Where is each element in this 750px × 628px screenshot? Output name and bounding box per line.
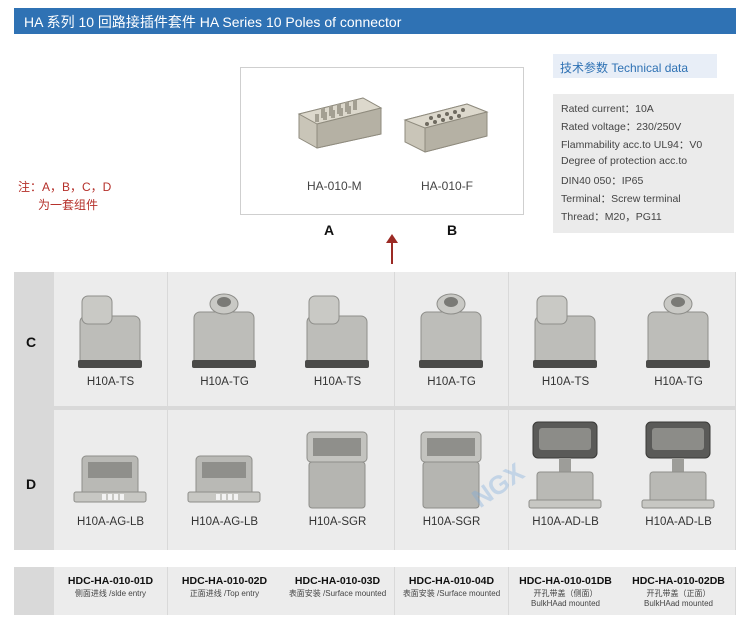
top-entry-hood-image — [192, 293, 256, 368]
hood-model: H10A-TS — [86, 376, 135, 388]
part-code-cell: HDC-HA-010-02D 正面进线 /Top entry — [168, 567, 281, 615]
base-model: H10A-SGR — [422, 516, 481, 528]
base-cell: H10A-AG-LB — [54, 410, 167, 550]
base-cell: H10A-SGR — [281, 410, 394, 550]
part-code-description-en: BulkHAad mounted — [644, 599, 713, 608]
spec-rated-current: Rated current：10A — [561, 103, 654, 115]
side-entry-hood-image — [305, 295, 369, 368]
spec-thread: Thread：M20，PG11 — [561, 211, 662, 223]
base-cell: H10A-AD-LB — [509, 410, 622, 550]
top-entry-hood-image — [646, 293, 710, 368]
insert-product-frame: HA-010-M HA-010-F — [240, 67, 524, 215]
bulkhead-base-image — [187, 455, 261, 503]
part-code: HDC-HA-010-02D — [181, 575, 268, 587]
base-model: H10A-AG-LB — [76, 516, 145, 528]
part-code: HDC-HA-010-02DB — [632, 575, 725, 587]
hood-model: H10A-TG — [200, 376, 249, 388]
surface-base-image — [420, 431, 482, 509]
male-insert-image — [297, 97, 383, 149]
side-entry-hood-image — [78, 295, 142, 368]
base-model: H10A-AD-LB — [532, 516, 599, 528]
hood-cell: H10A-TG — [168, 272, 281, 406]
base-cell: H10A-AG-LB — [168, 410, 281, 550]
spec-flammability: Flammability acc.to UL94：V0 — [561, 139, 703, 151]
side-entry-hood-image — [533, 295, 597, 368]
covered-base-image — [641, 421, 715, 509]
male-insert-label: HA-010-M — [307, 179, 362, 193]
part-code-description: 正面进线 /Top entry — [189, 589, 260, 598]
part-code-description: 表面安装 /Surface mounted — [288, 589, 387, 598]
part-code: HDC-HA-010-04D — [408, 575, 495, 587]
female-insert-image — [403, 103, 489, 153]
part-code: HDC-HA-010-01DB — [519, 575, 612, 587]
hood-model: H10A-TS — [541, 376, 590, 388]
covered-base-image — [528, 421, 602, 509]
part-code-cell: HDC-HA-010-02DB 开孔带盖（正面） BulkHAad mounte… — [622, 567, 735, 615]
hood-model: H10A-TG — [427, 376, 476, 388]
technical-spec-box: Rated current：10A Rated voltage：230/250V… — [553, 94, 734, 233]
note-line-1: 注：A，B，C，D — [18, 180, 112, 194]
technical-data-title: 技术参数 Technical data — [560, 61, 689, 75]
arrow-up-icon — [386, 234, 398, 264]
hood-cell: H10A-TS — [509, 272, 622, 406]
part-code: HDC-HA-010-03D — [294, 575, 381, 587]
part-code-description: 开孔带盖（正面） — [646, 589, 711, 598]
bulkhead-base-image — [73, 455, 147, 503]
spec-rated-voltage: Rated voltage：230/250V — [561, 121, 682, 133]
part-code-description: 开孔带盖（侧面） — [533, 589, 598, 598]
base-cell: H10A-SGR — [395, 410, 508, 550]
hood-model: H10A-TS — [313, 376, 362, 388]
spec-protection: Degree of protection acc.to — [561, 155, 688, 167]
base-model: H10A-AD-LB — [645, 516, 712, 528]
part-code-cell: HDC-HA-010-01DB 开孔带盖（侧面） BulkHAad mounte… — [509, 567, 622, 615]
female-insert-label: HA-010-F — [421, 179, 474, 193]
hood-cell: H10A-TG — [622, 272, 735, 406]
technical-data-header: 技术参数 Technical data — [553, 54, 717, 78]
page-title: HA 系列 10 回路接插件套件 HA Series 10 Poles of c… — [24, 14, 402, 30]
hood-cell: H10A-TS — [281, 272, 394, 406]
letter-a: A — [324, 222, 335, 238]
row-letter-c: C — [26, 334, 37, 350]
base-model: H10A-SGR — [308, 516, 367, 528]
part-code-description-en: BulkHAad mounted — [531, 599, 600, 608]
note: 注：A，B，C，D 为一套组件 — [18, 178, 111, 214]
spec-din-rating: DIN40 050：IP65 — [561, 175, 644, 187]
base-cell: H10A-AD-LB — [622, 410, 735, 550]
hood-model: H10A-TG — [654, 376, 703, 388]
row-letter-d: D — [26, 476, 37, 492]
spec-terminal: Terminal：Screw terminal — [561, 193, 681, 205]
part-code-cell: HDC-HA-010-04D 表面安装 /Surface mounted — [395, 567, 508, 615]
part-code-description: 侧面进线 /slde entry — [74, 589, 147, 598]
part-code-description: 表面安装 /Surface mounted — [402, 589, 501, 598]
base-model: H10A-AG-LB — [190, 516, 259, 528]
hood-cell: H10A-TG — [395, 272, 508, 406]
hood-cell: H10A-TS — [54, 272, 167, 406]
part-code-cell: HDC-HA-010-01D 侧面进线 /slde entry — [54, 567, 167, 615]
top-entry-hood-image — [419, 293, 483, 368]
surface-base-image — [306, 431, 368, 509]
header-bar: HA 系列 10 回路接插件套件 HA Series 10 Poles of c… — [14, 8, 736, 34]
part-code-cell: HDC-HA-010-03D 表面安装 /Surface mounted — [281, 567, 394, 615]
letter-b: B — [447, 222, 458, 238]
part-code: HDC-HA-010-01D — [67, 575, 154, 587]
note-line-2: 为一套组件 — [38, 198, 99, 212]
